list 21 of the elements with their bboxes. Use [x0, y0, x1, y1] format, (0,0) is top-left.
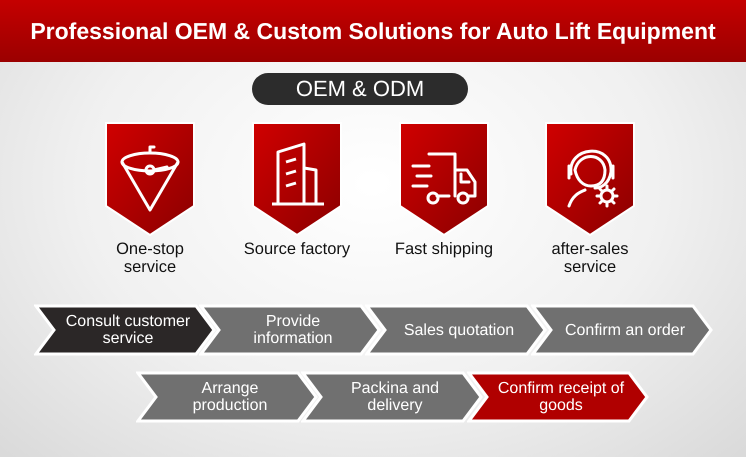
pill-label: OEM & ODM — [296, 76, 424, 102]
step-label: Arrange production — [192, 380, 268, 414]
step-label: Provide information — [252, 313, 334, 347]
step-label: Sales quotation — [402, 322, 516, 338]
step-label: Consult customer service — [64, 313, 192, 347]
feature-label: Source factory — [242, 240, 352, 258]
process-step — [467, 371, 649, 423]
process-step — [365, 304, 547, 356]
step-label: Confirm receipt of goods — [496, 380, 626, 414]
process-step — [136, 371, 318, 423]
process-step — [34, 304, 216, 356]
feature-label: after-sales service — [550, 240, 630, 276]
feature-label: One-stop service — [115, 240, 185, 276]
step-label: Confirm an order — [564, 322, 686, 338]
feature-label: Fast shipping — [394, 240, 494, 258]
process-step — [199, 304, 381, 356]
section-pill — [252, 73, 468, 105]
process-step — [531, 304, 713, 356]
process-step — [301, 371, 483, 423]
step-label: Packina and delivery — [350, 380, 440, 414]
title: Professional OEM & Custom Solutions for Auto Lift Equipment — [30, 18, 716, 44]
